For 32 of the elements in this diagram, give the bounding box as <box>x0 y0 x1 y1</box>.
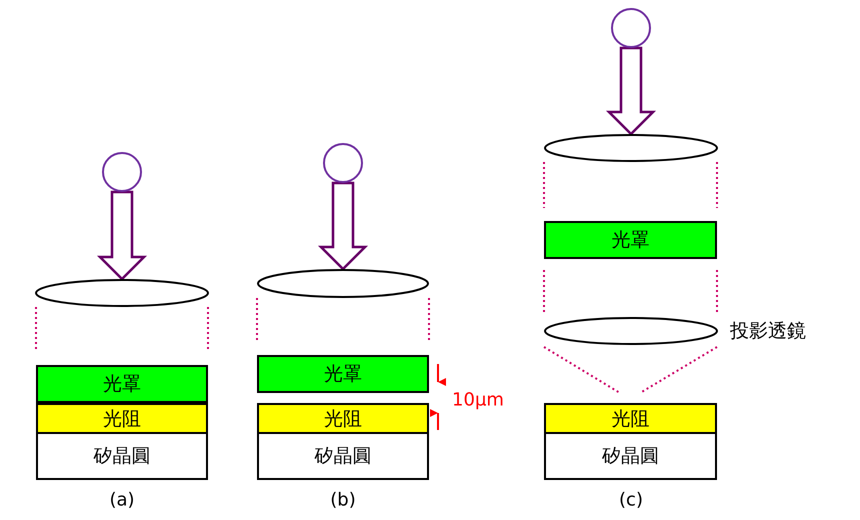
wafer-layer <box>36 432 208 480</box>
photoresist-layer <box>36 403 208 432</box>
panel-label: (a) <box>109 490 135 510</box>
hollow-arrow <box>96 190 148 281</box>
wafer-layer <box>257 432 429 480</box>
photoresist-label: 光阻 <box>324 406 362 432</box>
light-source-circle <box>323 143 363 183</box>
wafer-label: 矽晶圓 <box>602 444 659 469</box>
mask-label: 光罩 <box>612 228 650 253</box>
light-source-circle <box>611 8 651 48</box>
mask-label: 光罩 <box>103 372 141 397</box>
photoresist-label: 光阻 <box>612 406 650 432</box>
panel-label: (b) <box>330 490 356 510</box>
mask-layer <box>257 355 429 393</box>
lens-label: 投影透鏡 <box>730 319 806 344</box>
photoresist-layer <box>257 403 429 432</box>
wafer-label: 矽晶圓 <box>94 444 150 469</box>
dimension-label: 10μm <box>452 390 504 410</box>
lens-ellipse <box>544 134 718 162</box>
wafer-label: 矽晶圓 <box>314 444 372 469</box>
mask-layer <box>36 365 208 403</box>
hollow-arrow <box>318 182 368 271</box>
light-source-circle <box>102 152 142 192</box>
lens-ellipse <box>35 279 209 307</box>
panel-label: (c) <box>619 490 643 510</box>
wafer-layer <box>544 432 717 480</box>
mask-label: 光罩 <box>324 362 362 387</box>
mask-layer <box>544 221 717 259</box>
lens-ellipse <box>257 269 429 298</box>
hollow-arrow <box>606 46 656 136</box>
photoresist-layer <box>544 403 717 432</box>
photoresist-label: 光阻 <box>103 406 141 432</box>
